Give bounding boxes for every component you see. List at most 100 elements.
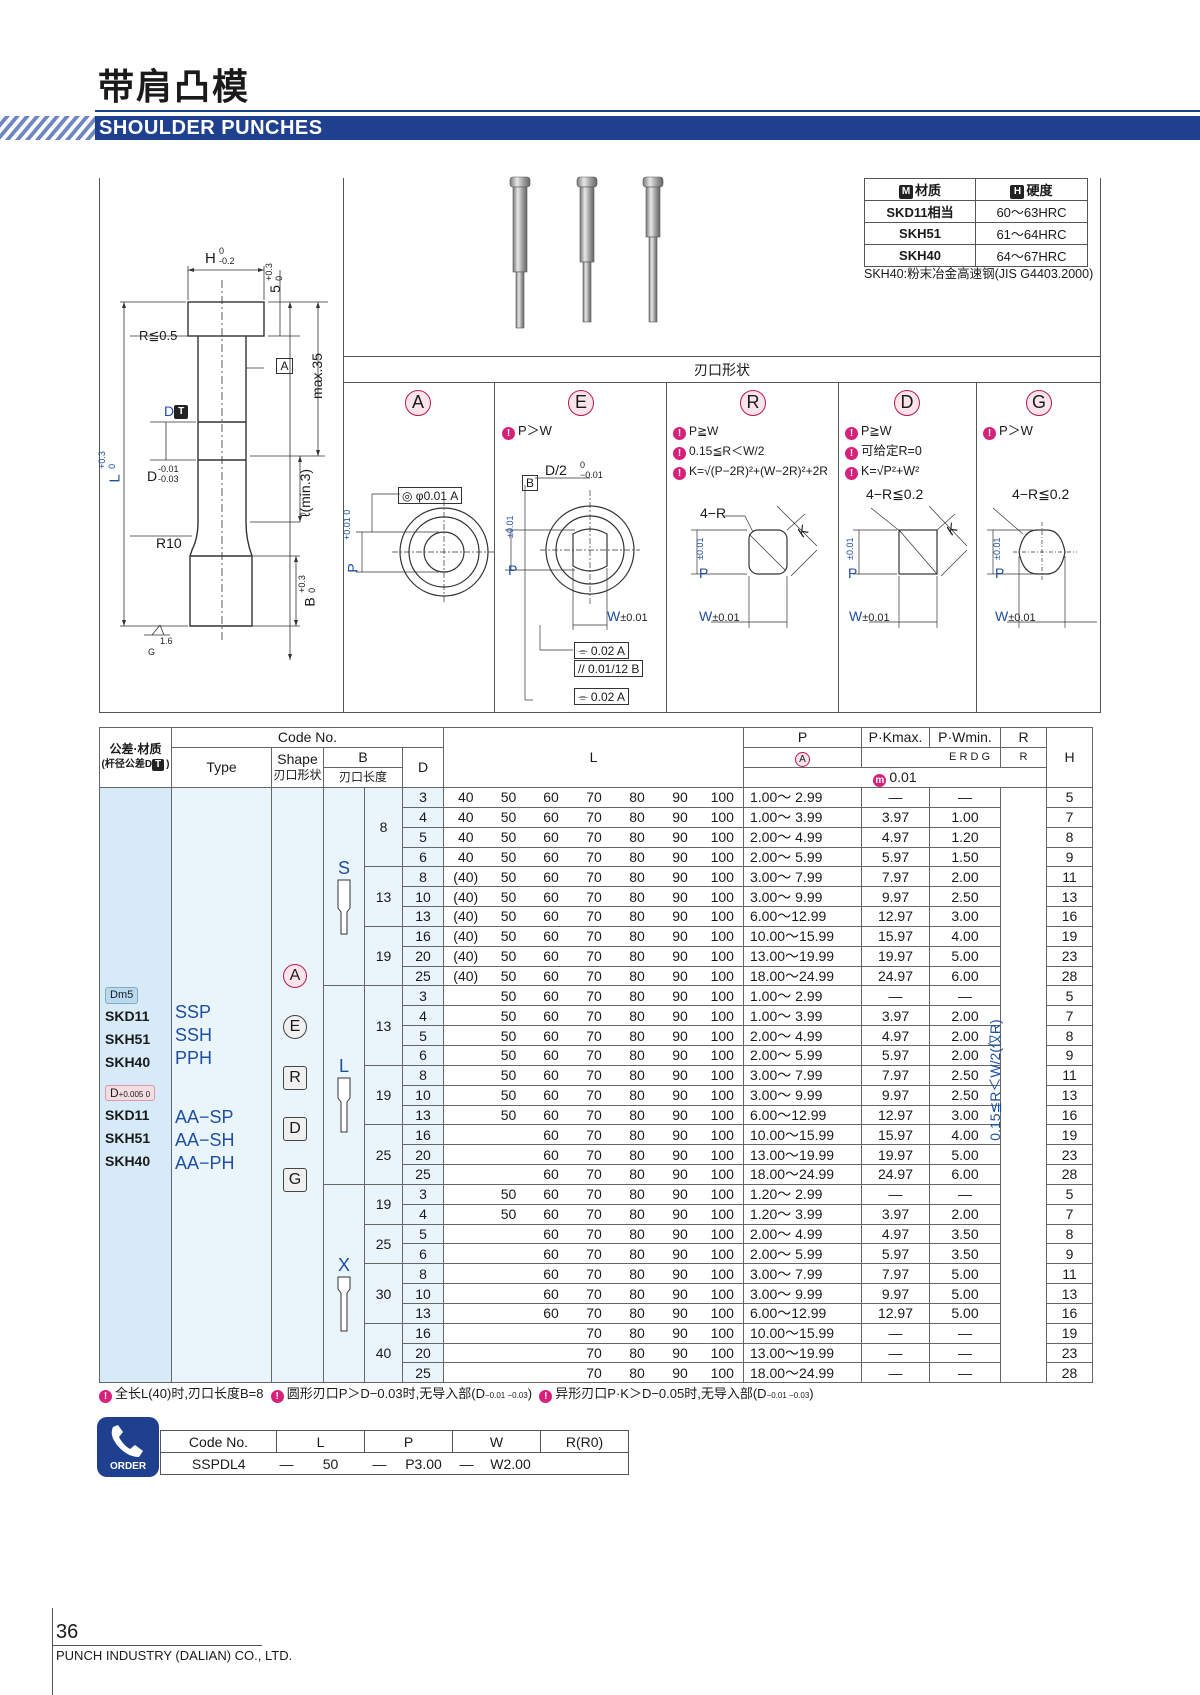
l-value [443, 1164, 488, 1185]
th-pk: P·Kmax. [861, 727, 930, 748]
h-value: 23 [1046, 1144, 1093, 1166]
l-value: 70 [572, 1302, 616, 1324]
pk-max: — [861, 1342, 930, 1364]
l-value: 90 [658, 1104, 702, 1126]
l-value [529, 1322, 573, 1344]
l-value: 90 [658, 826, 702, 848]
shape-g-p-label: P [995, 565, 1005, 581]
pw-min: — [929, 1322, 1001, 1344]
shape-col-3 [838, 382, 839, 713]
shape-e-badge: E [568, 390, 594, 416]
d-value: 20 [402, 1144, 444, 1166]
pw-min: 3.50 [929, 1243, 1001, 1265]
pk-max: 24.97 [861, 965, 930, 987]
order-w-value: W2.00 [480, 1452, 541, 1475]
p-range: 18.00～24.99 [743, 965, 862, 987]
h-value: 13 [1046, 1084, 1093, 1106]
pw-min: 5.00 [929, 1263, 1001, 1285]
p-range: 1.20～ 2.99 [743, 1183, 862, 1205]
shape-g-notes: !P＞W [983, 421, 1033, 441]
b-value: 19 [364, 1183, 403, 1225]
l-value: 50 [487, 1183, 530, 1205]
blade-shape-cell: S [323, 786, 365, 987]
hardness-cell: 61～64HRC [975, 222, 1088, 245]
blade-profile-icon [337, 1276, 351, 1332]
l-value [487, 1144, 530, 1166]
d-value: 13 [402, 906, 444, 927]
l-value: 100 [701, 965, 744, 987]
l-value: 70 [572, 806, 616, 828]
l-value: 60 [529, 965, 573, 987]
l-value [443, 1025, 488, 1046]
p-range: 1.00～ 2.99 [743, 787, 862, 808]
l-value: 90 [658, 965, 702, 987]
l-value: 80 [615, 866, 659, 888]
pk-max: 19.97 [861, 1144, 930, 1166]
frame-left [99, 178, 100, 713]
l-value: 100 [701, 1164, 744, 1185]
d-value: 16 [402, 1124, 444, 1146]
h-value: 8 [1046, 1223, 1093, 1245]
l-value [487, 1223, 530, 1245]
l-value: 100 [701, 985, 744, 1007]
l-value: (40) [443, 906, 488, 927]
h-value: 13 [1046, 1283, 1093, 1304]
l-value: 90 [658, 1124, 702, 1146]
b-value: 25 [364, 1124, 403, 1185]
l-value: 70 [572, 787, 616, 808]
d-value: 16 [402, 1322, 444, 1344]
p-range: 10.00～15.99 [743, 1124, 862, 1146]
l-value: (40) [443, 886, 488, 908]
l-value: 60 [529, 1084, 573, 1106]
order-table: Code No. L P W R(R0) SSPDL4 — 50 — P3.00… [160, 1430, 629, 1475]
order-r-value [540, 1452, 629, 1475]
l-value: (40) [443, 965, 488, 987]
l-value: 90 [658, 1064, 702, 1086]
d-tol-badge: D+0.005 0 [105, 1084, 171, 1104]
l-value [487, 1362, 530, 1384]
shape-e-w-label: W±0.01 [607, 608, 648, 624]
th-p: P [743, 727, 862, 748]
pk-max: 9.97 [861, 1283, 930, 1304]
l-value: 100 [701, 1005, 744, 1027]
pk-max: 7.97 [861, 1064, 930, 1086]
th-b: B [323, 746, 403, 768]
l-value: 100 [701, 925, 744, 947]
footnotes: !全长L(40)时,刃口长度B=8 !圆形刃口P＞D−0.03时,无导入部(D−… [99, 1383, 814, 1403]
h-value: 9 [1046, 1044, 1093, 1066]
h-value: 11 [1046, 866, 1093, 888]
l-value: 100 [701, 1263, 744, 1285]
shape-g-radius-label: 4−R≦0.2 [1012, 486, 1070, 502]
d-value: 4 [402, 1005, 444, 1027]
h-value: 5 [1046, 787, 1093, 808]
th-r-shape: R [1000, 746, 1047, 768]
b-value: 25 [364, 1223, 403, 1265]
drawing-frame [99, 178, 1101, 713]
h-value: 28 [1046, 1362, 1093, 1384]
l-value: 70 [572, 1243, 616, 1265]
pw-min: 1.00 [929, 806, 1001, 828]
l-value: 80 [615, 1064, 659, 1086]
d-value: 25 [402, 1164, 444, 1185]
l-value: 90 [658, 1302, 702, 1324]
l-value: 60 [529, 826, 573, 848]
l-value: 90 [658, 1243, 702, 1265]
l-value: 100 [701, 1044, 744, 1066]
l-value: 100 [701, 1104, 744, 1126]
blade-shape-cell: X [323, 1183, 365, 1384]
l-value: 60 [529, 906, 573, 927]
shape-col-1 [494, 382, 495, 713]
l-value: 100 [701, 1362, 744, 1384]
d-value: 13 [402, 1104, 444, 1126]
l-value: 100 [701, 1302, 744, 1324]
material-cell: SKH51 [864, 222, 976, 245]
l-value: 50 [487, 985, 530, 1007]
l-value: 60 [529, 1124, 573, 1146]
pk-max: 15.97 [861, 1124, 930, 1146]
l-value: 50 [487, 806, 530, 828]
p-range: 10.00～15.99 [743, 1322, 862, 1344]
